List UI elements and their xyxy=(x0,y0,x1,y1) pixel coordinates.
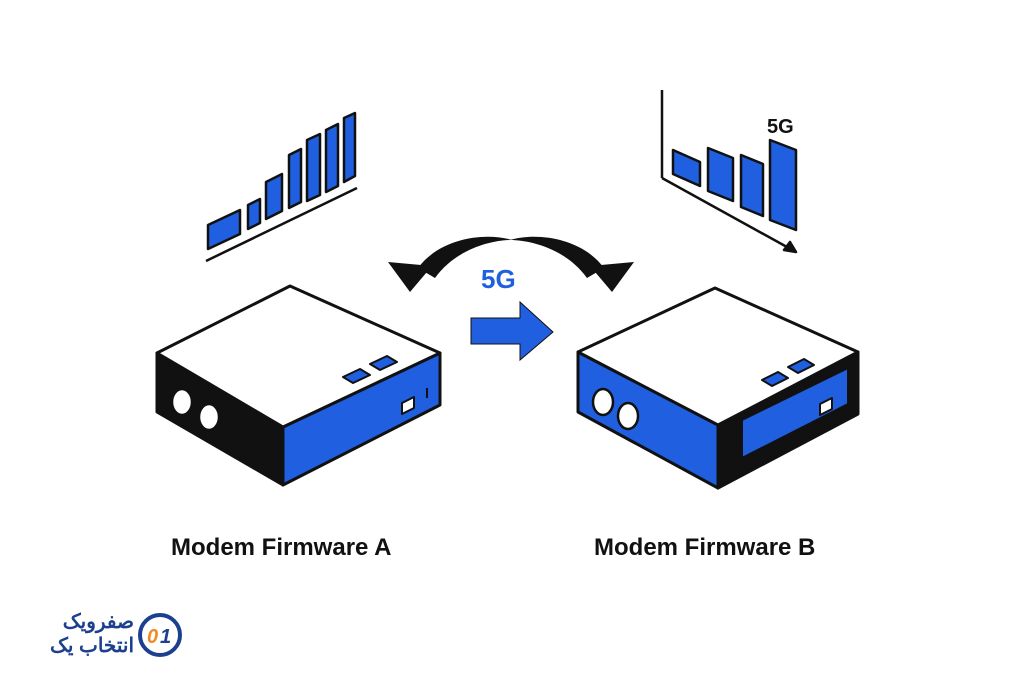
logo-text: صفرویک انتخاب یک xyxy=(28,610,134,658)
modem-a-label: Modem Firmware A xyxy=(171,534,392,561)
svg-text:0: 0 xyxy=(147,626,158,648)
logo-line-2: انتخاب یک xyxy=(49,635,134,657)
logo-mark-icon: 0 1 xyxy=(138,613,182,657)
modem-a-icon xyxy=(155,284,442,487)
logo-line-1: صفرویک xyxy=(62,611,134,633)
signal-bars-falling-icon xyxy=(660,90,798,254)
modem-b-icon xyxy=(576,286,860,490)
chart-5g-tag: 5G xyxy=(767,116,794,138)
modem-b-label: Modem Firmware B xyxy=(594,534,816,561)
right-arrow-icon xyxy=(470,300,554,362)
signal-bars-rising-icon xyxy=(205,111,358,263)
brand-logo: صفرویک انتخاب یک xyxy=(28,608,188,668)
center-5g-tag: 5G xyxy=(481,264,516,294)
swap-arrows-icon xyxy=(388,236,634,292)
svg-text:1: 1 xyxy=(160,626,171,648)
